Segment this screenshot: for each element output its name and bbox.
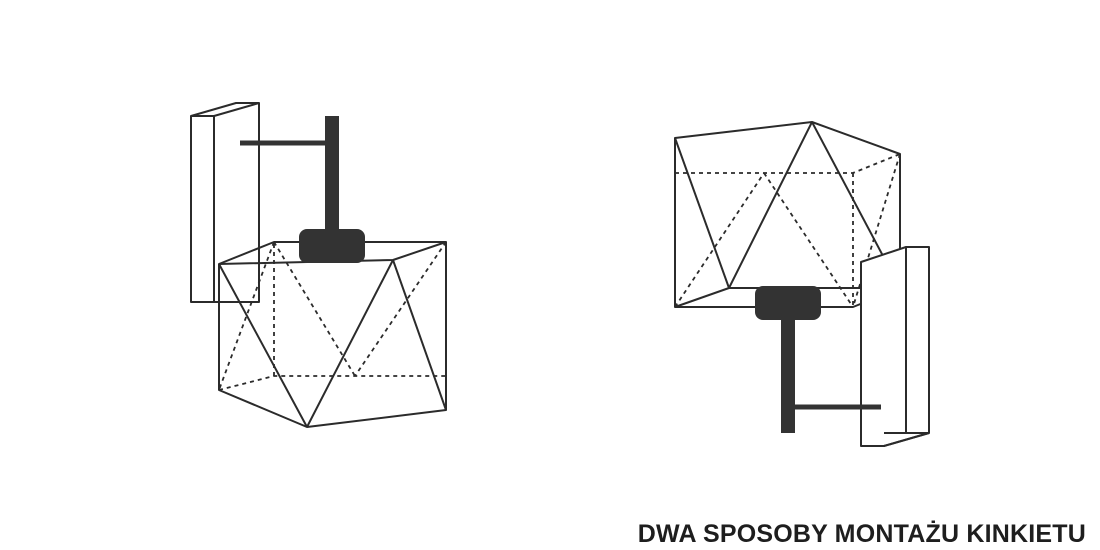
wall-plate [190,102,260,303]
lamp-socket [299,229,365,263]
lamp-variant-shade-up [674,121,930,447]
wall-plate [860,246,930,447]
lamp-variant-shade-down [190,102,447,428]
mounting-arm [781,316,881,433]
lamp-socket [755,286,821,320]
lampshade [218,241,447,428]
caption: DWA SPOSOBY MONTAŻU KINKIETU [637,520,1086,548]
mounting-arm [240,116,339,236]
